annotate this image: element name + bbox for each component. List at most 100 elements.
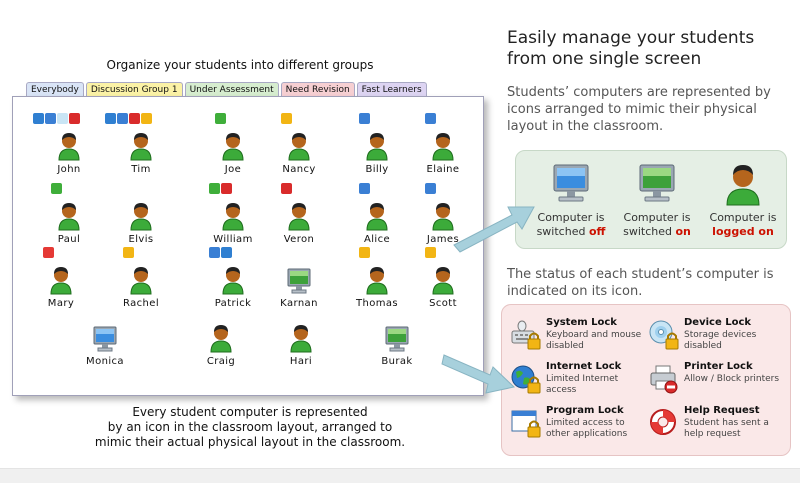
student-name: Tim (131, 164, 151, 175)
student-name: Karnan (280, 298, 318, 309)
legend-description: Limited access to other applications (546, 418, 628, 439)
arrow-to-states-icon (453, 206, 535, 253)
status-badges (359, 247, 371, 258)
student-monica[interactable]: Monica (66, 305, 144, 371)
student-elaine[interactable]: Elaine (404, 113, 482, 179)
student-scott[interactable]: Scott (404, 247, 482, 313)
student-icon (289, 321, 313, 353)
student-name: Paul (57, 234, 81, 245)
tab-need-revision[interactable]: Need Revision (280, 82, 355, 97)
state-line: switched (536, 225, 589, 238)
student-james[interactable]: James (404, 183, 482, 249)
student-paul[interactable]: Paul (30, 183, 108, 249)
student-icon (221, 199, 245, 231)
legend-title: Internet Lock (546, 361, 622, 372)
student-rachel[interactable]: Rachel (102, 247, 180, 313)
student-icon (431, 263, 455, 295)
student-icon (129, 199, 153, 231)
student-joe[interactable]: Joe (194, 113, 272, 179)
legend-description: Student has sent a help request (684, 418, 769, 439)
student-name: Joe (224, 164, 242, 175)
student-mary[interactable]: Mary (22, 247, 100, 313)
status-badge-icon (69, 113, 80, 124)
student-john[interactable]: John (30, 113, 108, 179)
status-badge-icon (209, 247, 220, 258)
student-tim[interactable]: Tim (102, 113, 180, 179)
layout-description: Students’ computers are represented by i… (507, 85, 771, 134)
status-badge-icon (215, 113, 226, 124)
student-patrick[interactable]: Patrick (194, 247, 272, 313)
lifebuoy-icon (648, 407, 680, 439)
student-icon (431, 129, 455, 161)
printer-lock-icon (648, 363, 680, 395)
student-icon (287, 199, 311, 231)
computer-on-icon (287, 263, 311, 295)
classroom-caption: Every student computer is represented by… (60, 405, 440, 450)
globe-lock-icon (510, 363, 542, 395)
student-craig[interactable]: Craig (182, 305, 260, 371)
student-veron[interactable]: Veron (260, 183, 338, 249)
status-on: on (675, 225, 691, 238)
status-badges (123, 247, 135, 258)
tab-everybody[interactable]: Everybody (26, 82, 84, 97)
student-billy[interactable]: Billy (338, 113, 416, 179)
student-icon (57, 129, 81, 161)
student-karnan[interactable]: Karnan (260, 247, 338, 313)
student-william[interactable]: William (194, 183, 272, 249)
status-badges (281, 113, 293, 124)
state-line: Computer is (709, 211, 777, 224)
student-icon (221, 129, 245, 161)
status-badge-icon (425, 247, 436, 258)
arrow-to-locks-icon (441, 354, 516, 394)
status-badge-icon (281, 113, 292, 124)
legend-system-lock: System Lock Keyboard and mouse disabled (510, 317, 650, 359)
student-alice[interactable]: Alice (338, 183, 416, 249)
legend-description: Allow / Block printers (684, 374, 780, 384)
status-badges (209, 247, 233, 258)
status-badges (359, 183, 371, 194)
student-name: Elvis (128, 234, 154, 245)
status-badge-icon (43, 247, 54, 258)
status-badges (359, 113, 371, 124)
lock-legend-panel: System Lock Keyboard and mouse disabled … (501, 304, 791, 456)
student-elvis[interactable]: Elvis (102, 183, 180, 249)
legend-description: Keyboard and mouse disabled (546, 330, 642, 351)
status-badge-icon (141, 113, 152, 124)
computer-off-icon (547, 159, 595, 207)
group-tabs: Everybody Discussion Group 1 Under Asses… (26, 82, 429, 97)
student-icon (129, 263, 153, 295)
tab-discussion-group-1[interactable]: Discussion Group 1 (85, 82, 183, 97)
legend-description: Storage devices disabled (684, 330, 757, 351)
student-icon (287, 129, 311, 161)
status-badge-icon (281, 183, 292, 194)
student-icon (221, 263, 245, 295)
status-badge-icon (117, 113, 128, 124)
student-nancy[interactable]: Nancy (260, 113, 338, 179)
tab-fast-learners[interactable]: Fast Learners (356, 82, 427, 97)
tab-under-assessment[interactable]: Under Assessment (184, 82, 279, 97)
legend-description: Limited Internet access (546, 374, 619, 395)
state-line: Computer is (537, 211, 605, 224)
student-hari[interactable]: Hari (262, 305, 340, 371)
status-off: off (588, 225, 606, 238)
classroom-caption-line: by an icon in the classroom layout, arra… (107, 420, 393, 434)
state-line: Computer is (623, 211, 691, 224)
student-name: Elaine (426, 164, 460, 175)
group-caption: Organize your students into different gr… (106, 58, 374, 72)
student-name: Monica (86, 356, 124, 367)
student-burak[interactable]: Burak (358, 305, 436, 371)
status-badge-icon (33, 113, 44, 124)
status-description: The status of each student’s computer is… (507, 267, 774, 299)
student-name: Hari (289, 356, 313, 367)
status-badge-icon (425, 113, 436, 124)
status-badges (425, 183, 437, 194)
legend-title: Printer Lock (684, 361, 753, 372)
student-icon (209, 321, 233, 353)
window-lock-icon (510, 407, 542, 439)
student-thomas[interactable]: Thomas (338, 247, 416, 313)
student-name: Nancy (282, 164, 316, 175)
